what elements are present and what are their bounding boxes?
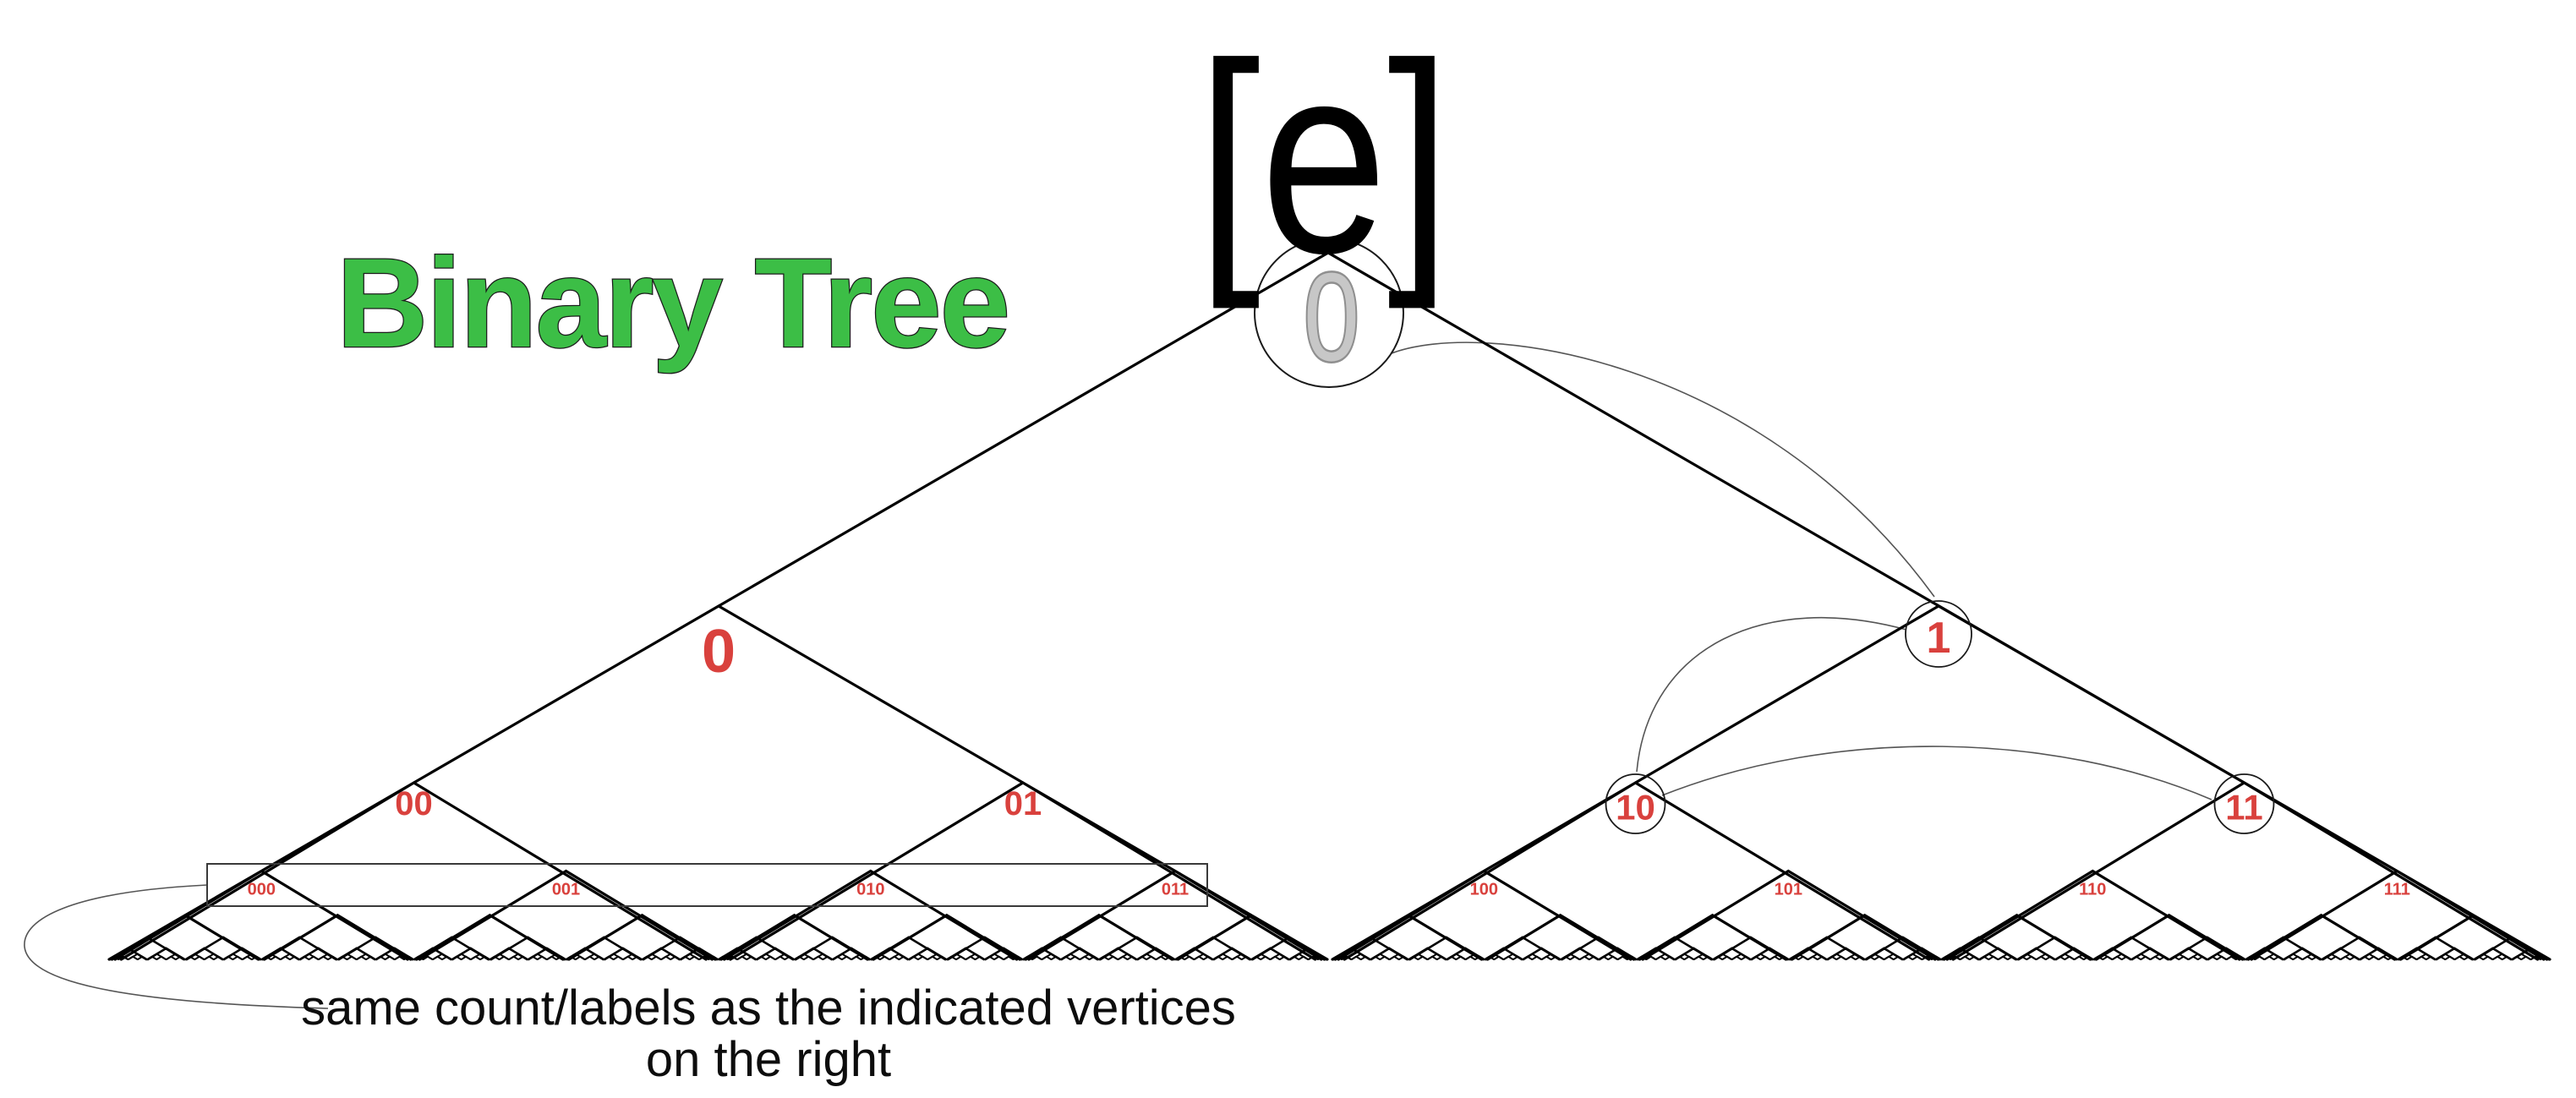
- root-count-badge: 0: [1304, 248, 1359, 387]
- page-title: [e]: [1197, 7, 1451, 311]
- curve-root-to-1: [1391, 341, 1935, 598]
- tree-edge-layer-fine: [108, 953, 2551, 960]
- heading: Binary Tree: [336, 232, 1009, 374]
- node-label-10: 10: [1616, 788, 1655, 828]
- curve-box-to-caption: [24, 884, 329, 1009]
- tree-edges: [107, 251, 2551, 961]
- node-circle-11: [2213, 773, 2275, 834]
- curve-1-to-10: [1636, 617, 1907, 773]
- node-label-0: 0: [702, 618, 736, 686]
- node-label-010: 010: [856, 881, 884, 899]
- curve-10-to-11: [1661, 746, 2212, 800]
- node-label-11: 11: [2225, 788, 2262, 828]
- caption-line-1: same count/labels as the indicated verti…: [301, 981, 1236, 1035]
- node-label-1: 1: [1927, 614, 1951, 663]
- caption-line-2: on the right: [646, 1032, 891, 1087]
- node-label-00: 00: [395, 785, 433, 822]
- node-circle-1: [1905, 600, 1972, 668]
- root-circle: [1254, 238, 1404, 388]
- tree-edge-layer-main: [107, 251, 2551, 961]
- node-label-001: 001: [552, 881, 580, 899]
- node-label-111: 111: [2384, 881, 2410, 899]
- node-circles: [1254, 238, 2275, 834]
- tree-edge-layer-mid: [108, 936, 2551, 961]
- annotation-curves: [24, 341, 2212, 1009]
- node-circle-10: [1605, 773, 1666, 834]
- node-label-100: 100: [1470, 881, 1498, 899]
- node-label-101: 101: [1775, 881, 1802, 899]
- node-label-011: 011: [1162, 881, 1189, 899]
- node-label-000: 000: [248, 881, 276, 899]
- node-label-01: 01: [1004, 785, 1042, 822]
- node-label-110: 110: [2079, 881, 2106, 899]
- leaf-row-highlight-box: [206, 863, 1208, 907]
